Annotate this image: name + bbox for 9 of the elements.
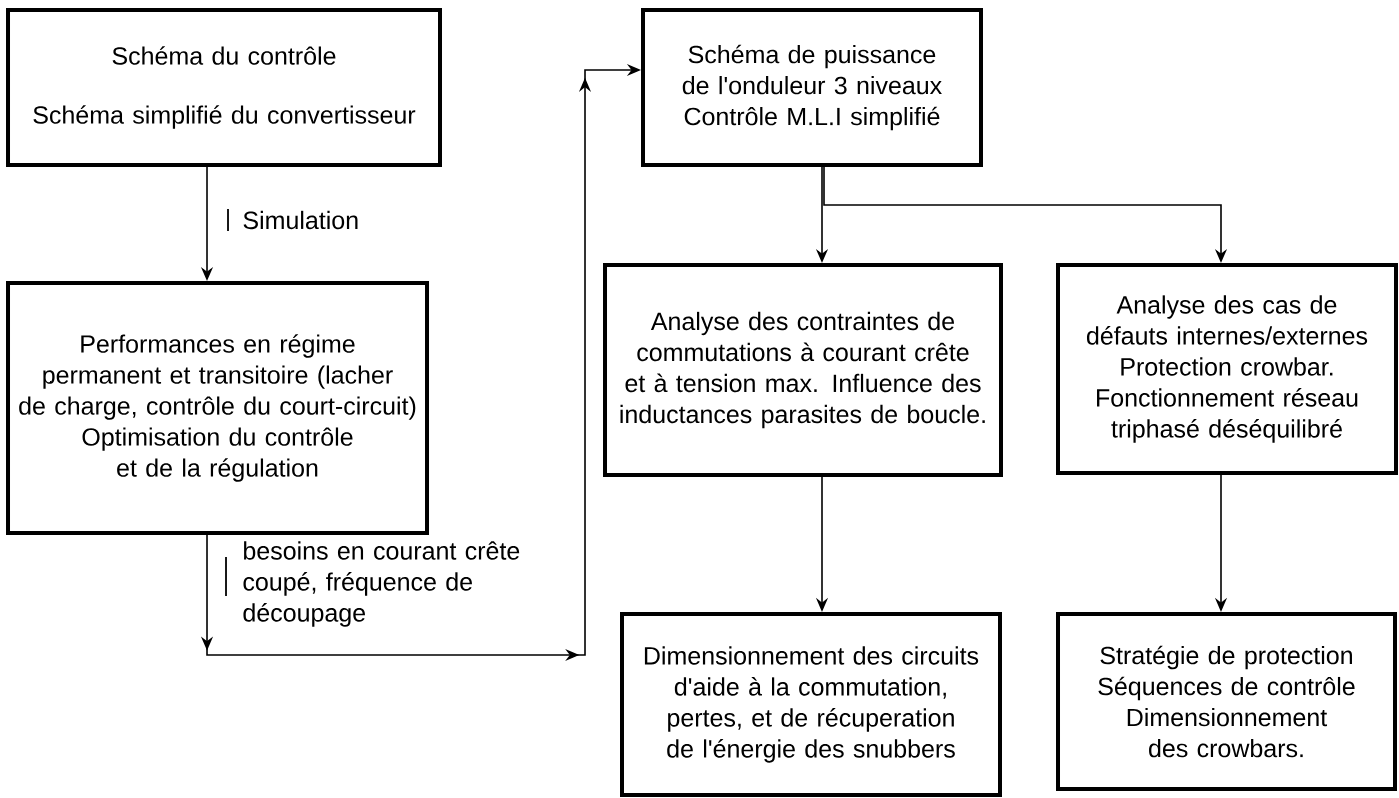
edge-label: besoins en courant crête coupé, fréquence de découpage bbox=[243, 541, 520, 627]
process-box: Schéma du contrôle Schéma simplifié du convertisseur bbox=[6, 8, 442, 167]
process-box: Dimensionnement des circuits d'aide à la commutation, pertes, et de récuperation de l'énergie des snubbers bbox=[620, 612, 1002, 797]
process-box: Analyse des contraintes de commutations à courant crête et à tension max. Influence des inductances parasites de boucle. bbox=[603, 263, 1003, 477]
process-box: Analyse des cas de défauts internes/externes Protection crowbar. Fonctionnement réseau triphasé déséquilibré bbox=[1056, 263, 1398, 475]
edge-label: Simulation bbox=[243, 210, 358, 230]
process-box: Schéma de puissance de l'onduleur 3 niveaux Contrôle M.L.I simplifié bbox=[641, 8, 983, 167]
process-box: Stratégie de protection Séquences de contrôle Dimensionnement des crowbars. bbox=[1056, 612, 1397, 791]
process-box: Performances en régime permanent et transitoire (lacher de charge, contrôle du court-circuit) Optimisation du contrôle et de la régulation bbox=[6, 281, 429, 535]
